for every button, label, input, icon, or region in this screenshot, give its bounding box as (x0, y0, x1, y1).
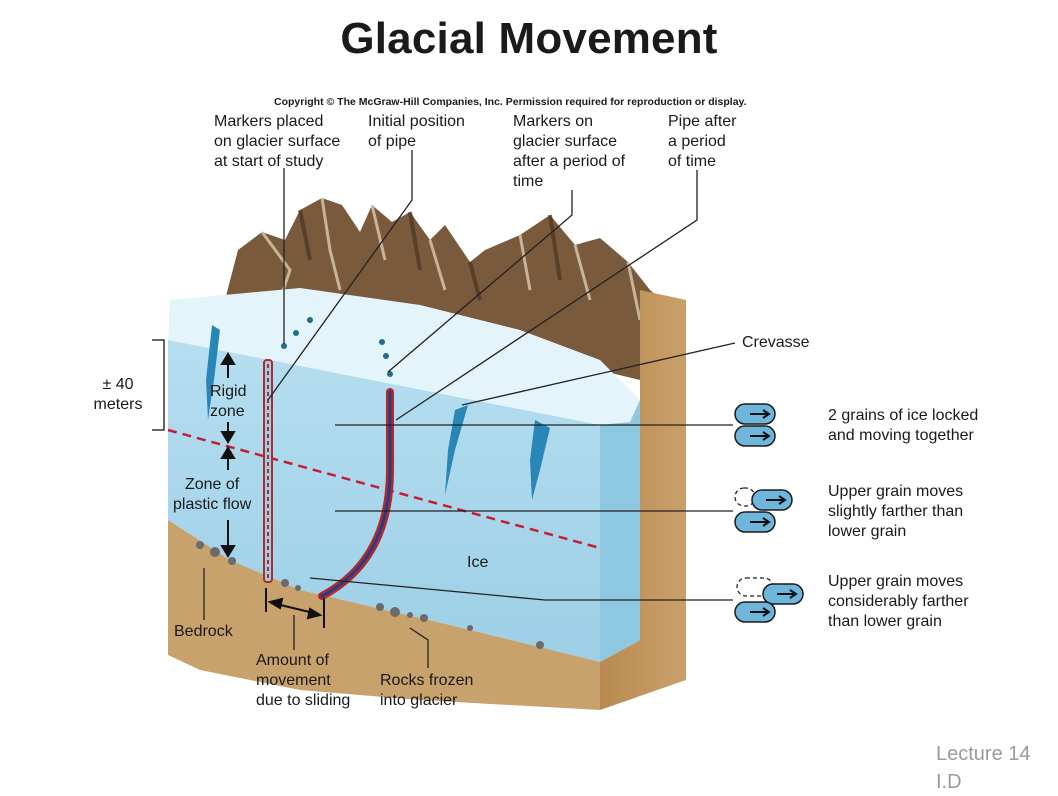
lecture-footer: Lecture 14 I.D (936, 743, 1031, 793)
crevasses (206, 325, 550, 500)
moved-pipe-core (320, 390, 392, 598)
label-markers-start: Markers placed on glacier surface at sta… (214, 113, 341, 170)
label-depth: ± 40 meters (93, 376, 143, 413)
rocks-frozen-in-glacier (196, 541, 544, 649)
copyright-notice: Copyright © The McGraw-Hill Companies, I… (274, 96, 747, 108)
grain-pair-slightly (734, 487, 793, 533)
grain-pair-locked (734, 403, 776, 447)
label-grains-locked: 2 grains of ice locked and moving togeth… (828, 407, 979, 444)
zone-arrows (220, 352, 236, 558)
initial-pipe (263, 359, 273, 583)
label-rigid-zone: Rigid zone (210, 383, 247, 420)
ice-side-face (600, 400, 640, 662)
label-markers-after: Markers on glacier surface after a perio… (513, 113, 626, 190)
surface-markers (281, 317, 393, 377)
depth-bracket (152, 339, 165, 431)
leader-lines (203, 150, 736, 668)
label-pipe-after: Pipe after a period of time (668, 113, 737, 170)
grain-pair-considerably (734, 577, 804, 623)
label-pipe-initial: Initial position of pipe (368, 113, 465, 150)
label-plastic-zone: Zone of plastic flow (173, 476, 252, 513)
label-grain-considerably: Upper grain moves considerably farther t… (828, 573, 969, 630)
label-bedrock: Bedrock (174, 623, 233, 640)
diagram-title: Glacial Movement (340, 14, 718, 63)
sliding-measure (265, 588, 325, 628)
bedrock-side (600, 290, 686, 710)
bedrock-bottom (168, 520, 600, 710)
label-grain-slightly: Upper grain moves slightly farther than … (828, 483, 964, 540)
mountain-range (225, 197, 662, 380)
label-ice: Ice (467, 554, 489, 571)
label-rocks: Rocks frozen into glacier (380, 672, 474, 709)
label-crevasse: Crevasse (742, 334, 810, 351)
label-sliding: Amount of movement due to sliding (256, 652, 351, 709)
